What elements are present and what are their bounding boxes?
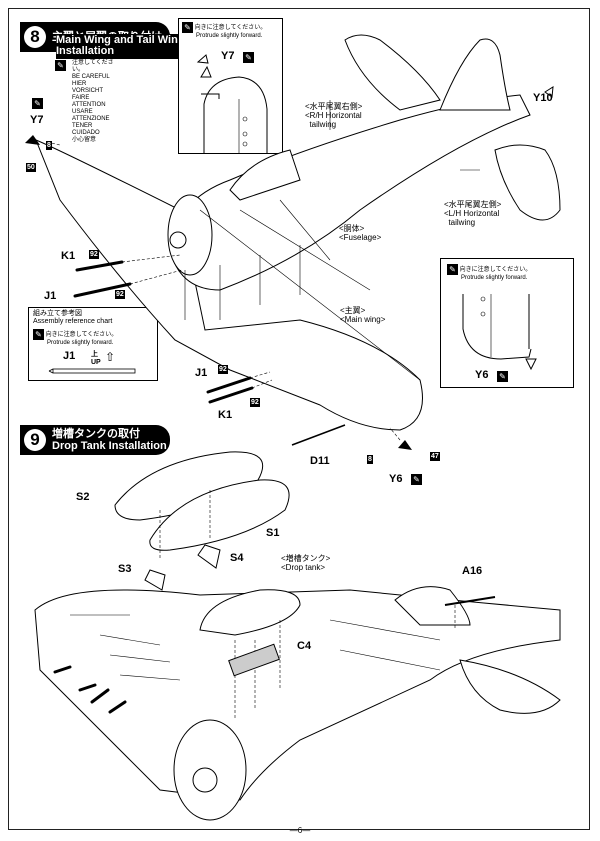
care-note-jp: 注意してください。 [72,60,114,73]
runner-number-92: 92 [115,290,125,299]
care-note-line: TENER CUIDADO [72,123,100,136]
j1-part-drawing [48,368,136,374]
part-s3: S3 [118,563,132,575]
assembly-chart-title-jp: 組み立て参考図 [33,310,82,317]
rh-tailwing-label: <水平尾翼右側> <R/H Horizontal tailwing [305,102,363,129]
runner-number-8: 8 [367,455,373,464]
inset-y7: ✎ 向きに注意してください。 Protrude slightly forward… [178,18,283,154]
pencil-icon: ✎ [447,264,458,275]
up-arrow-icon: ⇧ [105,350,116,364]
droptank-en: Drop tank [285,563,321,572]
tail-fin-detail [200,65,268,153]
part-j1: J1 [44,290,57,302]
wingtip-detail [462,294,537,371]
rh-tailwing-en-2: tailwing [309,120,337,129]
part-y6: Y6 [389,473,403,485]
step-8-number: 8 [24,26,46,48]
step-9-title-en: Drop Tank Installation [52,440,167,452]
lh-tailwing-en-2: tailwing [448,218,476,227]
pencil-icon: ✎ [32,98,43,109]
part-y6-inset: Y6 [475,369,489,381]
mainwing-label: <主翼> <Main wing> [340,306,386,324]
step-9-number: 9 [24,429,46,451]
runner-number-92: 92 [250,398,260,407]
part-c4: C4 [297,640,312,652]
pencil-icon: ✎ [55,60,66,71]
part-k1: K1 [61,250,76,262]
protrude-note-jp: 向きに注意してください。 [194,25,267,32]
page-frame [8,8,590,830]
runner-number-8: 8 [46,141,52,150]
step-9-airplane-drawing [34,451,561,821]
droptank-jp: 増槽タンク [285,554,326,563]
runner-number-50: 50 [26,163,36,172]
protrude-note-en: Protrude slightly forward. [461,275,528,281]
pencil-icon: ✎ [182,22,193,33]
part-s4: S4 [230,552,244,564]
inset-y6: ✎ 向きに注意してください。 Protrude slightly forward… [440,258,574,388]
runner-number-92: 92 [89,250,99,259]
fuselage-en: Fuselage [343,233,377,242]
rh-tailwing-jp: 水平尾翼右側 [309,102,358,111]
lh-tailwing-en: L/H Horizontal [448,209,500,218]
droptank-label: <増槽タンク> <Drop tank> [281,554,331,572]
assembly-chart-title-en: Assembly reference chart [33,318,113,325]
part-j1-lower: J1 [195,367,208,379]
protrude-note-jp: 向きに注意してください。 [459,267,532,274]
part-k1-lower: K1 [218,409,233,421]
part-s2: S2 [76,491,90,503]
mainwing-en: Main wing [344,315,381,324]
protrude-note-en: Protrude slightly forward. [196,33,263,39]
protrude-note-en: Protrude slightly forward. [47,340,114,346]
fuselage-label: <胴体> <Fuselage> [339,224,382,242]
step-9-header: 9 増槽タンクの取付 Drop Tank Installation [20,425,170,455]
part-s1: S1 [266,527,280,539]
assembly-reference-chart: 組み立て参考図 Assembly reference chart ✎ 向きに注意… [28,307,158,381]
page-number-value: 6 [297,826,303,835]
rh-tailwing-en: R/H Horizontal [309,111,362,120]
fuselage-jp: 胴体 [343,224,360,233]
mainwing-jp: 主翼 [344,306,361,315]
care-note-line: USARE ATTENZIONE [72,109,110,122]
part-y10: Y10 [533,92,553,104]
pencil-icon: ✎ [497,371,508,382]
part-d11: D11 [310,455,330,467]
part-y7: Y7 [30,114,44,126]
care-note-line: FAIRE ATTENTION [72,95,106,108]
step-9-title-jp: 増槽タンクの取付 [52,428,140,440]
part-y7-inset: Y7 [221,50,235,62]
care-note: ✎ 注意してください。 BE CAREFUL HIER VORSICHT FAI… [55,60,117,143]
care-note-line: HIER VORSICHT [72,81,104,94]
pencil-icon: ✎ [243,52,254,63]
care-note-line: BE CAREFUL [72,74,110,80]
page-number: —6— [289,826,311,835]
step-8-title-en: Main Wing and Tail Wing Installation [56,34,191,59]
step-8-airplane-drawing [25,34,561,450]
part-a16: A16 [462,565,483,577]
lh-tailwing-jp: 水平尾翼左側 [448,200,497,209]
step-8-title-en-1: Main Wing and Tail Wing [56,34,185,46]
up-label-jp: 上 [91,351,98,358]
lh-tailwing-label: <水平尾翼左側> <L/H Horizontal tailwing [444,200,502,227]
care-note-kr: 小心留意 [72,137,97,143]
step-8-title-en-2: Installation [56,45,115,57]
up-label-en: UP [91,359,101,366]
runner-number-92: 92 [218,365,228,374]
pencil-icon: ✎ [411,474,422,485]
runner-number-47: 47 [430,452,440,461]
protrude-note-jp: 向きに注意してください。 [45,332,118,339]
pencil-icon: ✎ [33,329,44,340]
part-j1-chart: J1 [63,350,76,362]
